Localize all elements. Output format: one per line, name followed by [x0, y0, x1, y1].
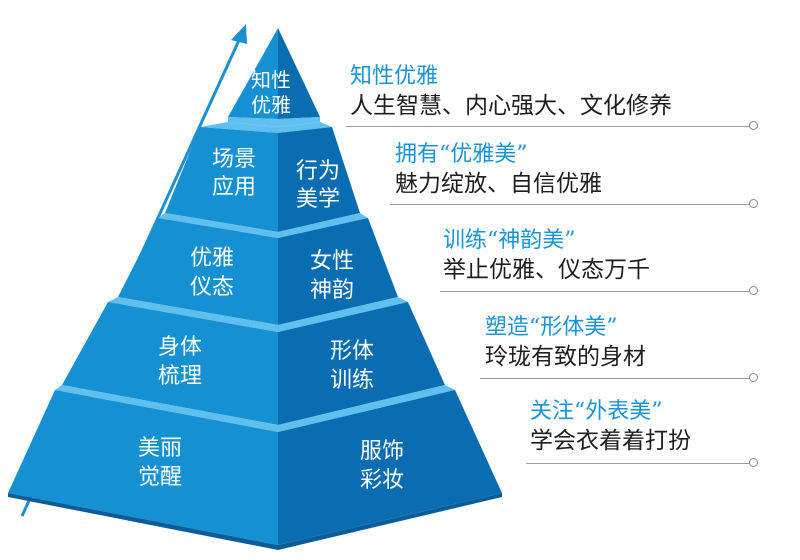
tier2-left-line1: 优雅: [190, 246, 234, 271]
tier3-left-line1: 身体: [158, 335, 202, 360]
pyramid-tier-3: 身体 梳理 形体 训练: [62, 297, 445, 425]
pyramid-tier-2: 优雅 仪态 女性 神韵: [118, 213, 398, 325]
annotation-2-leader: [390, 204, 750, 205]
annotation-5: 关注“外表美” 学会衣着着打扮: [530, 399, 691, 455]
apex-label-line2: 优雅: [251, 93, 291, 117]
tier4-left-line2: 觉醒: [138, 465, 182, 490]
annotation-1-leader: [346, 126, 750, 127]
annotation-1-dot: [749, 121, 758, 130]
tier1-right-line2: 美学: [296, 187, 340, 212]
annotation-5-leader: [526, 463, 750, 464]
tier3-left-line2: 梳理: [158, 364, 202, 389]
annotation-5-desc: 学会衣着着打扮: [530, 428, 691, 454]
annotation-5-title: 关注“外表美”: [530, 399, 663, 424]
annotation-3-leader: [440, 291, 750, 292]
annotation-3-title: 训练“神韵美”: [443, 228, 576, 253]
annotation-2: 拥有“优雅美” 魅力绽放、自信优雅: [395, 142, 602, 198]
annotation-4-leader: [480, 378, 750, 379]
tier4-right-line1: 服饰: [360, 439, 404, 464]
annotation-5-dot: [749, 458, 758, 467]
tier1-left-line2: 应用: [212, 175, 256, 200]
annotation-4-dot: [749, 373, 758, 382]
tier2-left-line2: 仪态: [190, 275, 234, 300]
pyramid-apex: 知性 优雅: [228, 28, 320, 127]
annotation-2-dot: [749, 199, 758, 208]
annotation-1-title: 知性优雅: [350, 64, 439, 89]
annotation-3: 训练“神韵美” 举止优雅、仪态万千: [443, 228, 650, 284]
growth-arrow-head: [231, 24, 247, 44]
annotation-2-desc: 魅力绽放、自信优雅: [395, 171, 602, 197]
tier2-right-line1: 女性: [310, 249, 354, 274]
annotation-3-desc: 举止优雅、仪态万千: [443, 257, 650, 283]
tier1-right-line1: 行为: [296, 159, 340, 184]
pyramid-tier-1: 场景 应用 行为 美学: [165, 122, 360, 232]
annotation-1: 知性优雅 人生智慧、内心强大、文化修养: [350, 64, 672, 120]
annotation-4-title: 塑造“形体美”: [485, 315, 618, 340]
annotation-4-desc: 玲珑有致的身材: [485, 344, 646, 370]
tier4-right-line2: 彩妆: [360, 468, 404, 493]
apex-label-line1: 知性: [251, 68, 291, 92]
annotation-2-title: 拥有“优雅美”: [395, 142, 528, 167]
tier1-left-line1: 场景: [212, 147, 256, 172]
annotation-4: 塑造“形体美” 玲珑有致的身材: [485, 315, 646, 371]
pyramid-tier-4: 美丽 觉醒 服饰 彩妆: [8, 385, 502, 550]
tier3-right-line1: 形体: [330, 339, 374, 364]
annotation-1-desc: 人生智慧、内心强大、文化修养: [350, 93, 672, 119]
tier3-right-line2: 训练: [330, 368, 374, 393]
tier2-right-line2: 神韵: [310, 278, 354, 303]
annotation-3-dot: [749, 286, 758, 295]
tier4-left-line1: 美丽: [138, 436, 182, 461]
